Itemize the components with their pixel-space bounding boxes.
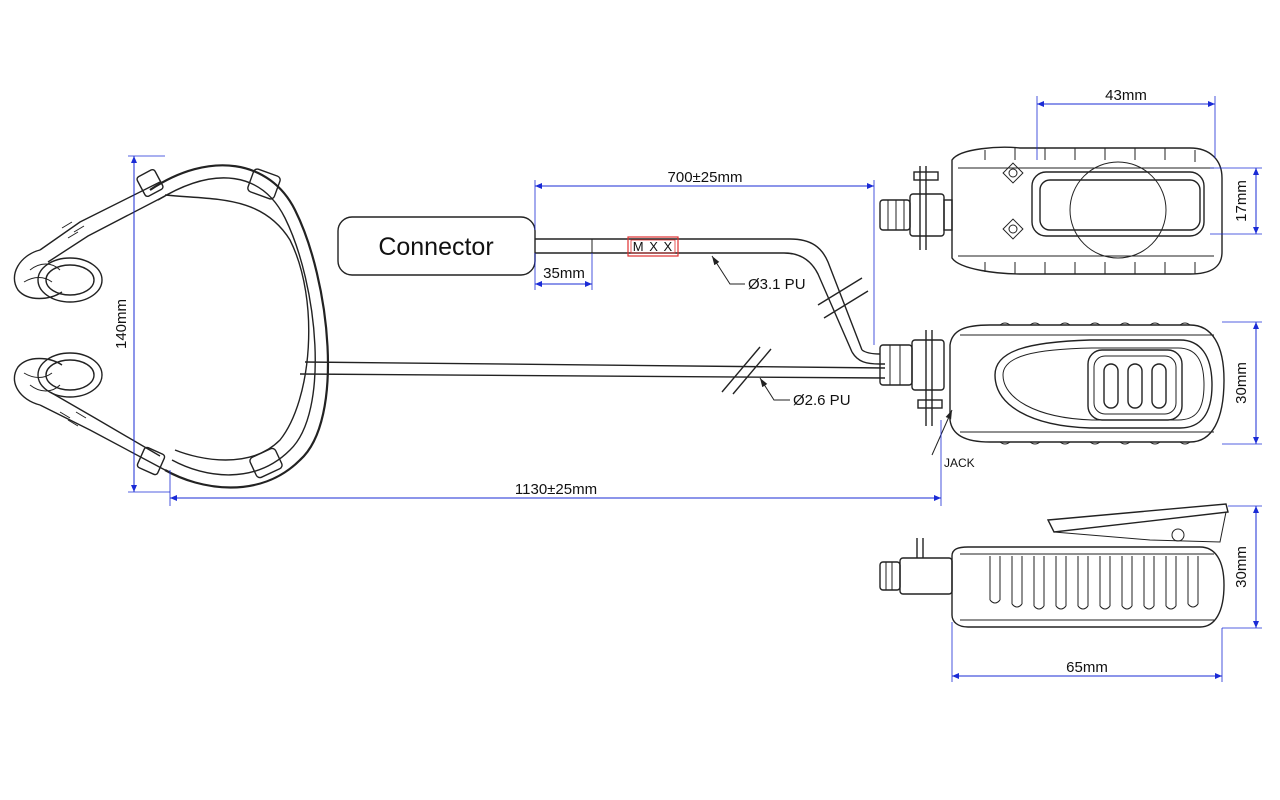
dim-65mm: 65mm (1066, 659, 1108, 676)
dimension-lines (128, 96, 1262, 682)
marker-sleeve (627, 236, 679, 257)
dim-35mm: 35mm (543, 265, 585, 282)
ptt-front-view (879, 322, 1225, 445)
dim-43mm: 43mm (1105, 87, 1147, 104)
dim-1130mm: 1130±25mm (515, 481, 597, 498)
dim-30mm-side: 30mm (1233, 546, 1250, 588)
dim-140mm: 140mm (113, 299, 130, 349)
headset (13, 164, 329, 489)
marker-label: M X X (633, 239, 673, 254)
dim-17mm: 17mm (1233, 180, 1250, 222)
connector-label: Connector (378, 233, 493, 261)
jack-label: JACK (944, 456, 975, 470)
ptt-top-view (879, 146, 1223, 275)
dim-700mm: 700±25mm (668, 169, 743, 186)
ear-piece-lower (13, 352, 103, 406)
ptt-side-view (879, 503, 1229, 628)
dim-30mm-front: 30mm (1233, 362, 1250, 404)
connector-box (337, 216, 536, 276)
cable-outer-spec: Ø3.1 PU (748, 276, 806, 293)
ear-piece-upper (13, 249, 103, 303)
upper-cable (535, 238, 885, 365)
cable-inner-spec: Ø2.6 PU (793, 392, 851, 409)
lower-cable (299, 346, 886, 395)
